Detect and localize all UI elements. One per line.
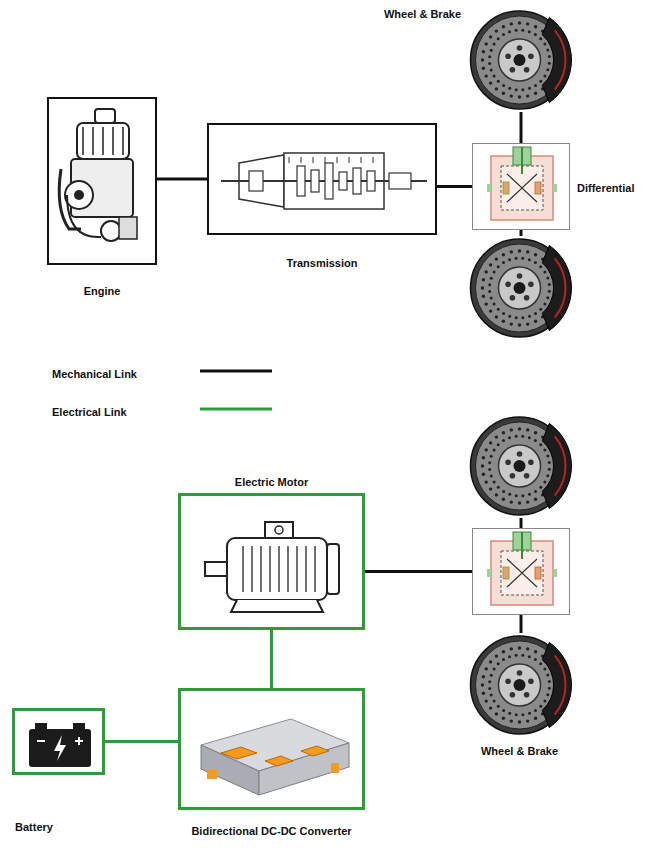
- illustration: [473, 529, 569, 614]
- legend-entry: Mechanical Link: [52, 364, 137, 382]
- component-label: Battery: [15, 821, 53, 834]
- mechanical-link: [520, 615, 523, 633]
- legend-line-sample: [200, 370, 272, 373]
- legend-line-sample: [200, 408, 272, 411]
- mechanical-link: [520, 518, 523, 528]
- illustration: [466, 633, 573, 737]
- mechanical-link: [365, 570, 472, 573]
- illustration: [466, 8, 573, 112]
- converter-box: Bidirectional DC-DC Converter: [178, 688, 365, 810]
- electrical-link: [105, 740, 178, 743]
- wheel-brake: Wheel & Brake: [466, 633, 573, 737]
- illustration: [473, 144, 569, 229]
- wheel-brake: [466, 236, 573, 340]
- illustration: [181, 691, 362, 807]
- mechanical-link: [157, 178, 207, 181]
- mechanical-link: [437, 185, 472, 188]
- engine-box: Engine: [47, 97, 157, 265]
- component-label: Electric Motor: [235, 476, 308, 489]
- wheel-brake: [466, 414, 573, 518]
- differential-box: [472, 528, 570, 615]
- mechanical-link: [520, 112, 523, 143]
- component-label: Engine: [84, 285, 121, 298]
- mechanical-link: [520, 230, 523, 236]
- illustration: [181, 496, 362, 627]
- illustration: [15, 711, 102, 772]
- illustration: [49, 99, 155, 263]
- illustration: [466, 236, 573, 340]
- legend-text: Electrical Link: [52, 406, 127, 418]
- component-label: Wheel & Brake: [481, 745, 558, 758]
- differential-box: Differential: [472, 143, 570, 230]
- electric-motor-box: Electric Motor: [178, 493, 365, 630]
- electrical-link: [270, 630, 273, 688]
- wheel-brake: Wheel & Brake: [466, 8, 573, 112]
- component-label: Differential: [577, 182, 634, 195]
- legend-entry: Electrical Link: [52, 402, 127, 420]
- component-label: Wheel & Brake: [384, 8, 461, 21]
- transmission-box: Transmission: [207, 123, 437, 235]
- legend-text: Mechanical Link: [52, 368, 137, 380]
- illustration: [466, 414, 573, 518]
- illustration: [209, 125, 435, 233]
- component-label: Transmission: [287, 257, 358, 270]
- battery-box: Battery: [12, 708, 105, 775]
- component-label: Bidirectional DC-DC Converter: [191, 825, 351, 838]
